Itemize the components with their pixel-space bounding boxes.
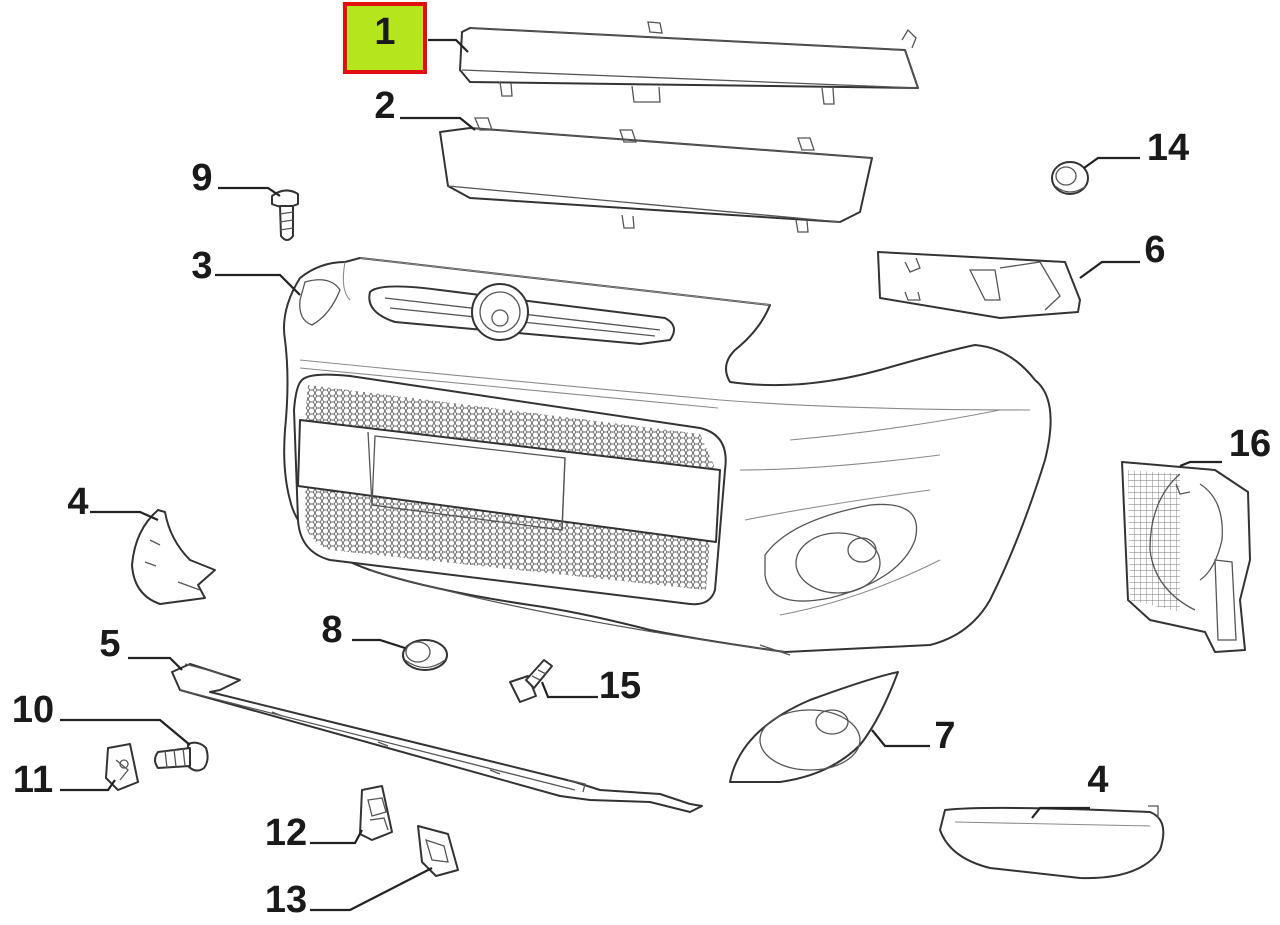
part-6-side-bracket	[877, 251, 1081, 319]
callout-10[interactable]: 10	[12, 689, 54, 731]
callout-4-left[interactable]: 4	[67, 481, 88, 523]
part-9-screw	[271, 189, 299, 241]
callout-2[interactable]: 2	[374, 85, 395, 127]
callout-labels: 1 2 3 4 5 6 7 8 9 10 11 12 13 14 15 16 4	[12, 11, 1271, 921]
part-5-reinforcement-strip	[171, 663, 703, 813]
part-11-clip	[105, 743, 139, 791]
callout-7[interactable]: 7	[934, 715, 955, 757]
callout-3[interactable]: 3	[191, 245, 212, 287]
part-2-lower-grille	[439, 117, 873, 233]
callout-4-right[interactable]: 4	[1087, 759, 1108, 801]
highlight-box-callout-1	[343, 2, 427, 74]
callout-6[interactable]: 6	[1144, 229, 1165, 271]
part-10-bolt	[154, 741, 209, 772]
callout-16[interactable]: 16	[1229, 423, 1271, 465]
callout-1[interactable]: 1	[374, 11, 395, 53]
part-15-bolt	[509, 659, 553, 703]
part-7-fog-bezel	[729, 671, 899, 783]
part-16-air-duct	[1121, 461, 1251, 653]
callout-13[interactable]: 13	[265, 879, 307, 921]
callout-12[interactable]: 12	[265, 812, 307, 854]
part-12-clip	[359, 785, 393, 841]
part-4-left-bracket	[131, 509, 216, 605]
part-14-grommet	[1051, 161, 1089, 195]
callout-5[interactable]: 5	[99, 623, 120, 665]
part-8-grommet	[402, 639, 448, 671]
leader-lines	[60, 38, 1222, 912]
callout-11[interactable]: 11	[13, 759, 53, 801]
part-13-clip	[417, 825, 459, 877]
part-3-bumper	[283, 257, 1052, 656]
callout-8[interactable]: 8	[321, 609, 342, 651]
part-4-lower-trim	[939, 805, 1165, 880]
part-1-upper-grille	[459, 21, 919, 105]
callout-14[interactable]: 14	[1147, 127, 1189, 169]
callout-15[interactable]: 15	[599, 665, 641, 707]
callout-9[interactable]: 9	[191, 157, 212, 199]
